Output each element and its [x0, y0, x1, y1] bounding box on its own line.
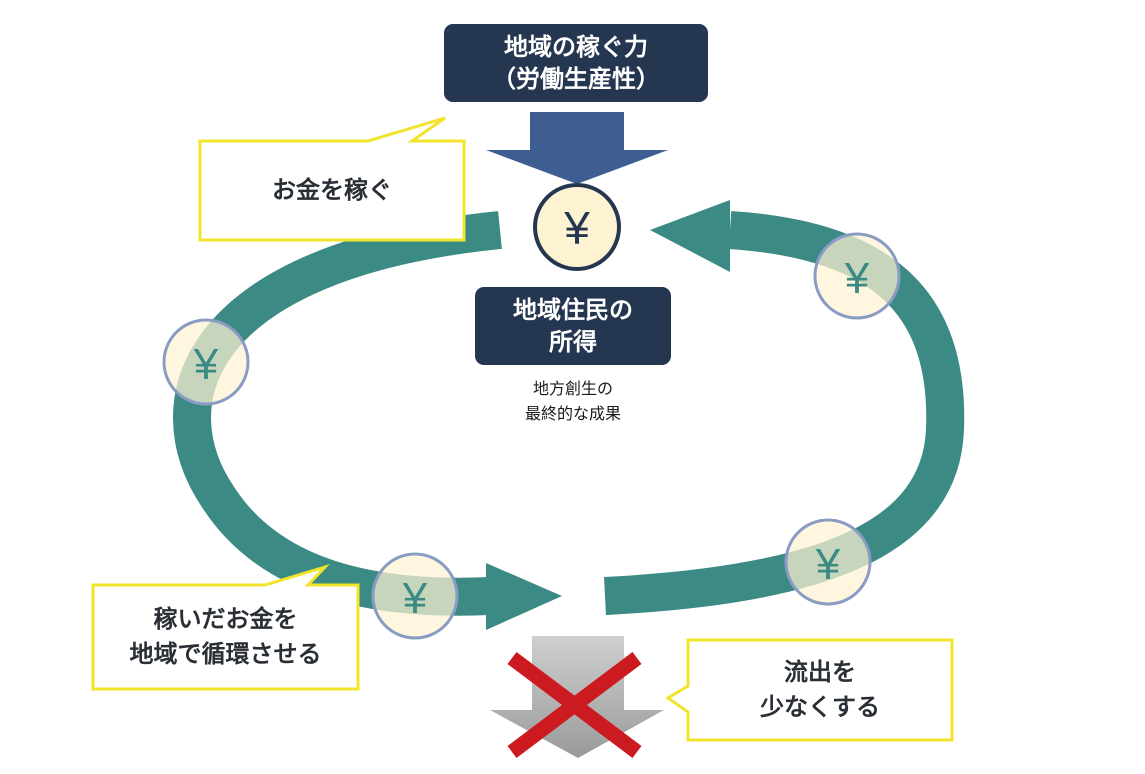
final-outcome-caption: 地方創生の 最終的な成果 — [478, 377, 668, 427]
circulation-arrowhead-left — [486, 563, 562, 630]
callout-bubble-outflow — [665, 638, 954, 742]
labor-productivity-subtitle: （労働生産性） — [492, 65, 660, 93]
callout-earn-line1: お金を稼ぐ — [272, 176, 392, 205]
callout-bubble-circulate — [91, 563, 360, 691]
yen-coin-bottom-left: ¥ — [371, 552, 459, 640]
callout-bubble-earn — [198, 116, 466, 242]
regional-earning-power-box: 地域の稼ぐ力 （労働生産性） — [444, 24, 708, 102]
resident-income-line1: 地域住民の — [513, 295, 633, 324]
resident-income-line2: 所得 — [549, 328, 597, 356]
yen-symbol-icon: ¥ — [402, 574, 428, 623]
callout-circulate-line1: 稼いだお金を — [153, 605, 298, 634]
callout-outflow-line2: 少なくする — [760, 693, 880, 721]
cross-mark — [507, 652, 642, 758]
yen-symbol-icon: ¥ — [815, 540, 841, 589]
resident-income-box: 地域住民の 所得 — [475, 287, 671, 365]
callout-circulate-text: 稼いだお金を 地域で循環させる — [93, 585, 358, 689]
yen-symbol-icon: ¥ — [193, 340, 219, 389]
callout-circulate-line2: 地域で循環させる — [129, 640, 322, 668]
circulation-arrowhead-right — [650, 200, 730, 272]
caption-line2: 最終的な成果 — [524, 403, 621, 423]
down-arrow-blue — [486, 112, 668, 184]
circulation-arrow-left — [173, 211, 502, 616]
yen-coin-left: ¥ — [162, 318, 250, 406]
callout-outflow-line1: 流出を — [784, 658, 856, 687]
callout-earn-text: お金を稼ぐ — [200, 141, 464, 240]
yen-symbol-icon: ¥ — [563, 202, 590, 254]
caption-line1: 地方創生の — [532, 379, 613, 398]
regional-earning-power-title: 地域の稼ぐ力 — [504, 32, 648, 61]
yen-coin-bottom-right: ¥ — [784, 518, 872, 606]
yen-coin-right: ¥ — [813, 232, 901, 320]
yen-coin-center: ¥ — [533, 183, 621, 271]
callout-outflow-text: 流出を 少なくする — [688, 640, 952, 740]
yen-symbol-icon: ¥ — [844, 254, 870, 303]
